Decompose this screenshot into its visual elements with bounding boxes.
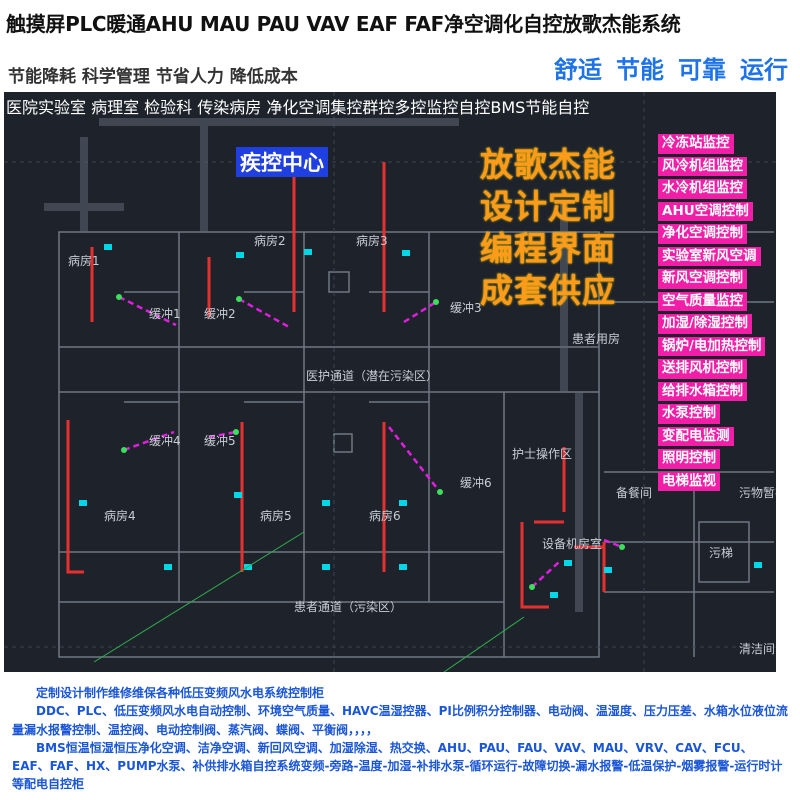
menu-pump[interactable]: 水泵控制 (658, 404, 720, 424)
tag-energy: 节能 (616, 56, 664, 84)
outer-wall (58, 231, 600, 658)
footer-description: 定制设计制作维修维保各种低压变频风水电系统控制柜 DDC、PLC、低压变频风水电… (0, 684, 800, 794)
menu-boiler-heating[interactable]: 锅炉/电加热控制 (658, 336, 766, 356)
room-buffer-5: 缓冲5 (204, 434, 236, 448)
menu-chiller-plant[interactable]: 冷冻站监控 (658, 134, 734, 154)
controller-nodes (116, 294, 625, 590)
promo-line-1: 放歌杰能 (480, 145, 616, 184)
promo-line-4: 成套供应 (480, 271, 616, 310)
menu-air-cooled-unit[interactable]: 风冷机组监控 (658, 156, 747, 176)
tag-comfort: 舒适 (554, 56, 602, 84)
corridor-dirty: 患者通道（污染区） (294, 600, 403, 614)
grid-lines (4, 92, 776, 672)
promo-block: 放歌杰能 设计定制 编程界面 成套供应 (480, 144, 616, 312)
tag-reliable: 可靠 (678, 56, 726, 84)
air-ducts (44, 118, 583, 612)
room-ward-4: 病房4 (104, 509, 136, 523)
dirt-elevator: 污梯 (709, 546, 734, 560)
floor-plan-drawing (4, 92, 776, 672)
room-ward-6: 病房6 (369, 509, 401, 523)
control-menu: 冷冻站监控 风冷机组监控 水冷机组监控 AHU空调控制 净化空调控制 实验室新风… (658, 134, 766, 494)
tag-operation: 运行 (740, 56, 788, 84)
room-buffer-6: 缓冲6 (460, 476, 492, 490)
menu-water-tank[interactable]: 给排水箱控制 (658, 381, 747, 401)
room-ward-1: 病房1 (68, 254, 100, 268)
control-links (118, 295, 623, 588)
corridor-clean: 医护通道（潜在污染区） (306, 369, 439, 383)
promo-line-2: 设计定制 (480, 187, 616, 226)
room-buffer-2: 缓冲2 (204, 307, 236, 321)
footer-paragraph-3: BMS恒温恒湿恒压净化空调、洁净空调、新回风空调、加湿除湿、热交换、AHU、PA… (12, 740, 783, 792)
floor-plan-panel: 医院实验室 病理室 检验科 传染病房 净化空调集控群控多控监控自控BMS节能自控… (4, 92, 776, 672)
room-ward-3: 病房3 (356, 234, 388, 248)
prep-room: 备餐间 (616, 486, 653, 500)
dirt-temp-room: 污物暂存间 (739, 486, 776, 500)
equipment-room: 设备机房室 (542, 537, 603, 551)
panel-header: 医院实验室 病理室 检验科 传染病房 净化空调集控群控多控监控自控BMS节能自控 (6, 98, 590, 117)
page-title: 触摸屏PLC暖通AHU MAU PAU VAV EAF FAF净空调化自控放歌杰… (6, 12, 681, 36)
room-ward-5: 病房5 (260, 509, 292, 523)
menu-clean-ac[interactable]: 净化空调控制 (658, 224, 747, 244)
room-ward-2: 病房2 (254, 234, 286, 248)
menu-power-distribution[interactable]: 变配电监测 (658, 426, 734, 446)
nurse-station: 护士操作区 (512, 447, 573, 461)
menu-water-cooled-unit[interactable]: 水冷机组监控 (658, 179, 747, 199)
signal-wiring (93, 531, 525, 672)
room-buffer-3: 缓冲3 (450, 301, 482, 315)
cdc-center-title: 疾控中心 (236, 147, 328, 177)
patient-room: 患者用房 (572, 332, 621, 346)
page-subtitle: 节能降耗 科学管理 节省人力 降低成本 (8, 67, 298, 87)
menu-humidity[interactable]: 加湿/除湿控制 (658, 314, 752, 334)
footer-paragraph-1: 定制设计制作维修维保各种低压变频风水电系统控制柜 (36, 686, 325, 700)
menu-lab-fresh-air[interactable]: 实验室新风空调 (658, 246, 761, 266)
menu-fresh-air-ac[interactable]: 新风空调控制 (658, 269, 747, 289)
menu-supply-exhaust-fan[interactable]: 送排风机控制 (658, 359, 747, 379)
menu-elevator[interactable]: 电梯监视 (658, 471, 720, 491)
feature-tags: 舒适 节能 可靠 运行 (554, 50, 788, 85)
room-buffer-1: 缓冲1 (149, 307, 181, 321)
menu-ahu-control[interactable]: AHU空调控制 (658, 201, 753, 221)
promo-line-3: 编程界面 (480, 229, 616, 268)
menu-air-quality[interactable]: 空气质量监控 (658, 291, 747, 311)
clean-room: 清洁间 (739, 642, 776, 656)
menu-lighting[interactable]: 照明控制 (658, 449, 720, 469)
room-buffer-4: 缓冲4 (149, 434, 181, 448)
footer-paragraph-2: DDC、PLC、低压变频风水电自动控制、环境空气质量、HAVC温湿控器、PI比例… (12, 704, 788, 737)
